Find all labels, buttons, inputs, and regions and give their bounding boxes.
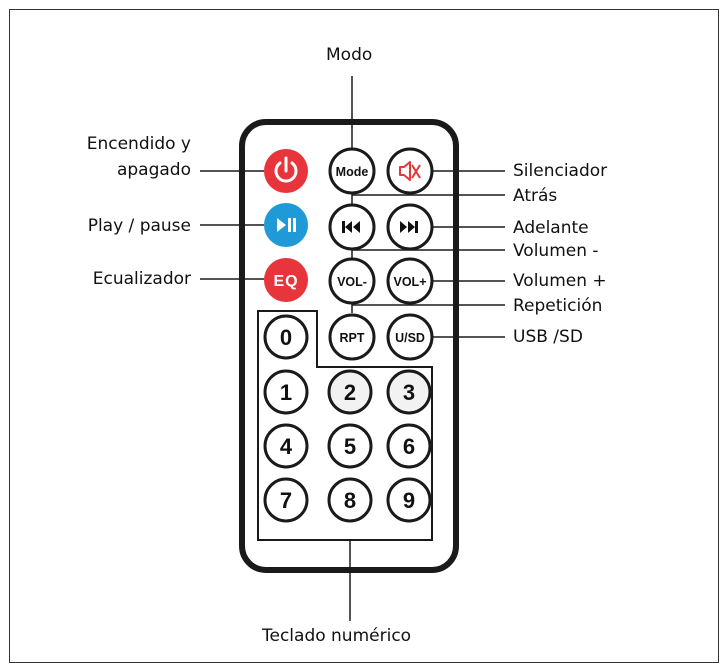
vol-up-label: VOL+ (394, 275, 427, 289)
digit-8-face[interactable] (327, 477, 373, 523)
digit-4-button[interactable]: 4 (263, 423, 309, 469)
label-forward: Adelante (513, 218, 589, 238)
mute-button[interactable] (386, 147, 434, 195)
keypad-outline (257, 310, 433, 541)
label-usb-sd: USB /SD (513, 327, 583, 347)
play-pause-button[interactable] (264, 203, 308, 247)
repeat-leader (351, 304, 505, 313)
eq-button[interactable]: EQ (264, 258, 308, 302)
usb-sd-button-face[interactable] (386, 313, 434, 361)
repeat-button-face[interactable] (328, 313, 376, 361)
mode-button[interactable]: Mode (328, 147, 376, 195)
label-volume-down: Volumen - (513, 241, 599, 261)
label-mode: Modo (326, 45, 373, 65)
speaker-muted-icon (399, 161, 421, 181)
digit-5-label: 5 (344, 434, 356, 459)
skip-back-icon (342, 221, 360, 233)
digit-0-label: 0 (280, 325, 292, 350)
digit-6-button[interactable]: 6 (386, 423, 432, 469)
digit-9-button[interactable]: 9 (386, 477, 432, 523)
digit-7-button[interactable]: 7 (263, 477, 309, 523)
label-equalizer: Ecualizador (92, 269, 191, 289)
digit-6-label: 6 (403, 434, 415, 459)
digit-2-button[interactable]: 2 (327, 369, 373, 415)
label-power-line2: apagado (116, 160, 191, 180)
digit-8-label: 8 (344, 488, 356, 513)
play-pause-icon (277, 218, 296, 232)
power-button[interactable] (264, 149, 308, 193)
digit-3-face[interactable] (386, 369, 432, 415)
digit-7-face[interactable] (263, 477, 309, 523)
vol-up-button[interactable]: VOL+ (386, 257, 434, 305)
mode-button-label: Mode (336, 165, 369, 179)
vol-down-button-face[interactable] (328, 257, 376, 305)
vol-down-label: VOL- (337, 275, 367, 289)
digit-1-face[interactable] (263, 369, 309, 415)
eq-button-label: EQ (273, 273, 298, 290)
digit-0-button[interactable]: 0 (263, 314, 309, 360)
repeat-label: RPT (340, 331, 365, 345)
digit-3-button[interactable]: 3 (386, 369, 432, 415)
eq-button-face[interactable] (264, 258, 308, 302)
next-button[interactable] (386, 203, 434, 251)
label-repeat: Repetición (513, 296, 603, 316)
vol-up-button-face[interactable] (386, 257, 434, 305)
label-play-pause: Play / pause (87, 216, 191, 236)
digit-8-button[interactable]: 8 (327, 477, 373, 523)
digit-4-face[interactable] (263, 423, 309, 469)
digit-2-label: 2 (344, 380, 356, 405)
usb-sd-label: U/SD (395, 331, 425, 345)
digit-9-face[interactable] (386, 477, 432, 523)
label-back: Atrás (513, 186, 558, 206)
digit-9-label: 9 (403, 488, 415, 513)
prev-leader (351, 194, 505, 205)
digit-6-face[interactable] (386, 423, 432, 469)
digit-1-button[interactable]: 1 (263, 369, 309, 415)
outer-border (9, 9, 719, 663)
digit-7-label: 7 (280, 488, 292, 513)
label-volume-up: Volumen + (513, 271, 607, 291)
mode-button-face[interactable] (328, 147, 376, 195)
repeat-button[interactable]: RPT (328, 313, 376, 361)
digit-0-face[interactable] (263, 314, 309, 360)
previous-button[interactable] (328, 203, 376, 251)
label-mute: Silenciador (513, 161, 608, 181)
usb-sd-button[interactable]: U/SD (386, 313, 434, 361)
digit-3-label: 3 (403, 380, 415, 405)
digit-5-button[interactable]: 5 (327, 423, 373, 469)
power-icon (274, 156, 298, 183)
digit-2-face[interactable] (327, 369, 373, 415)
digit-1-label: 1 (280, 380, 292, 405)
label-power-line1: Encendido y (86, 134, 191, 154)
digit-5-face[interactable] (327, 423, 373, 469)
vol-down-button[interactable]: VOL- (328, 257, 376, 305)
skip-forward-icon (400, 221, 418, 233)
label-keypad: Teclado numérico (262, 626, 412, 646)
digit-4-label: 4 (280, 434, 293, 459)
